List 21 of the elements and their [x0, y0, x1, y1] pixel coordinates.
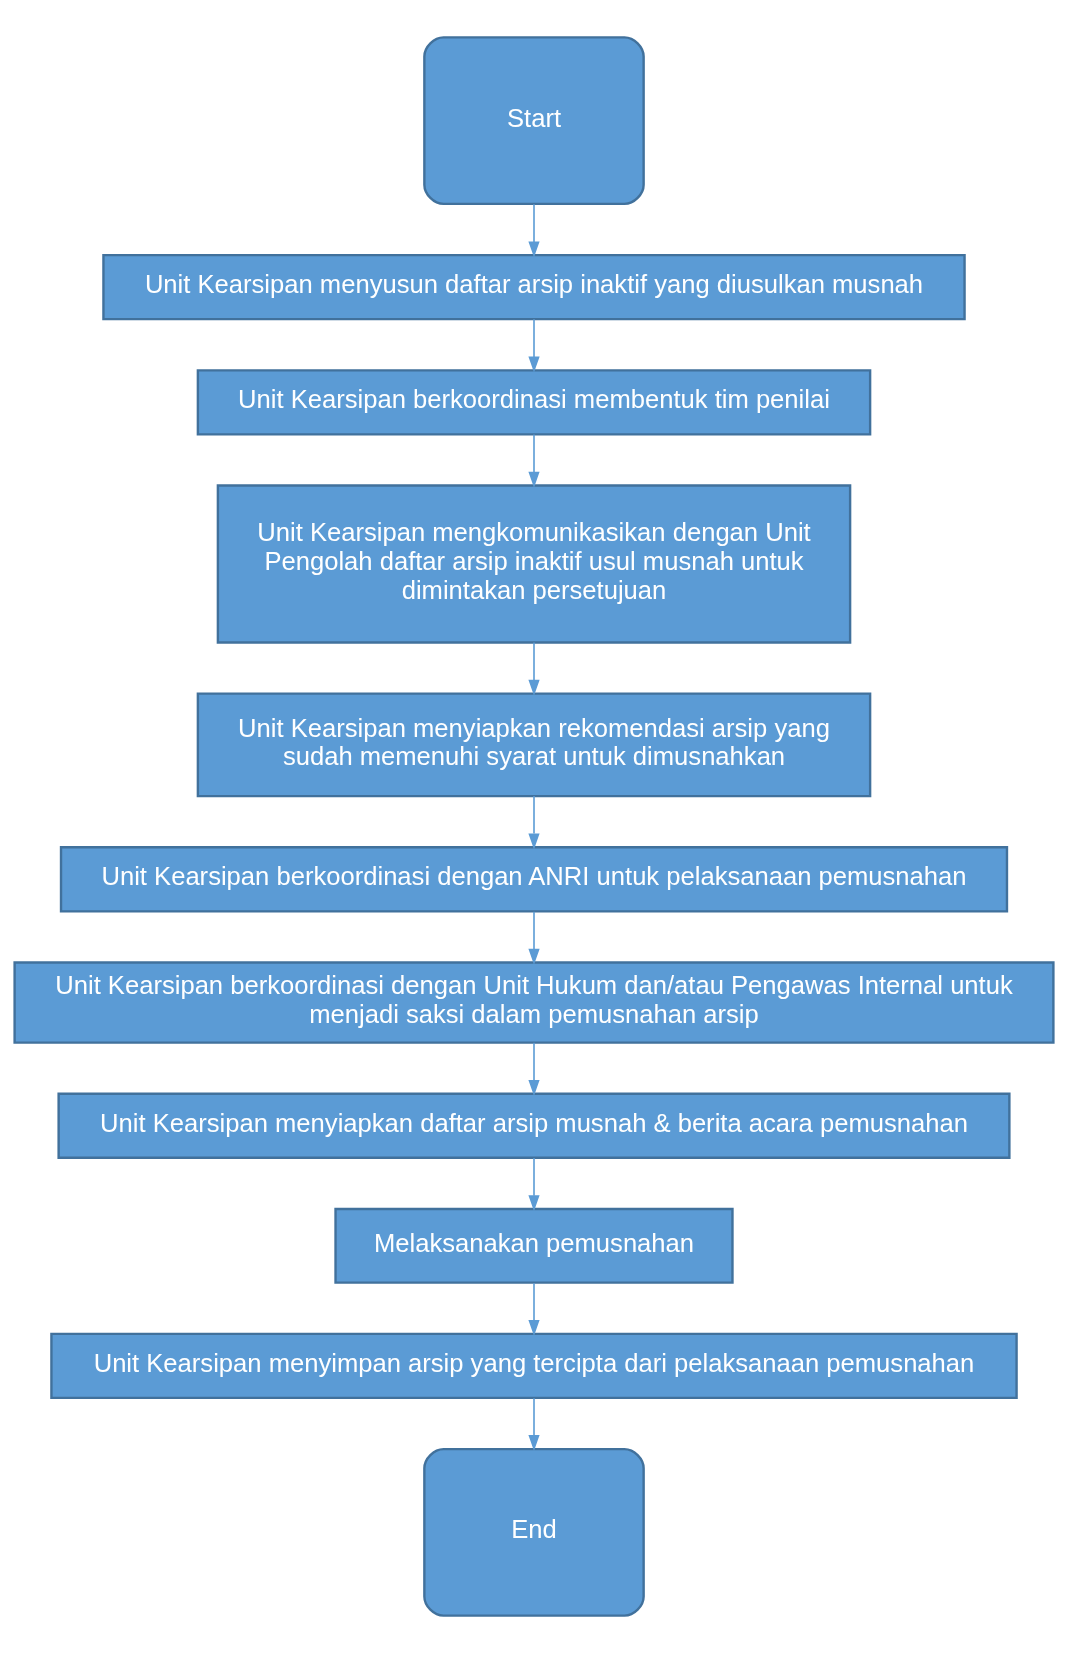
node-box: Unit Kearsipan mengkomunikasikan dengan Unit Pengolah daftar arsip inaktif usul musnah untuk dimintakan persetujuan	[216, 484, 852, 644]
node-box: Unit Kearsipan menyusun daftar arsip inaktif yang diusulkan musnah	[102, 253, 966, 321]
node-box: Unit Kearsipan berkoordinasi membentuk tim penilai	[196, 369, 872, 436]
node-box: Unit Kearsipan menyimpan arsip yang tercipta dari pelaksanaan pemusnahan	[50, 1332, 1018, 1400]
node-box: Unit Kearsipan berkoordinasi dengan ANRI untuk pelaksanaan pemusnahan	[59, 846, 1009, 913]
arrow	[528, 641, 540, 696]
arrow	[528, 1042, 540, 1097]
node-box: End	[423, 1447, 645, 1617]
arrow	[528, 1157, 540, 1212]
arrow	[528, 203, 540, 258]
node-box: Unit Kearsipan menyiapkan daftar arsip musnah & berita acara pemusnahan	[57, 1092, 1011, 1159]
node-box: Start	[423, 36, 645, 206]
arrow	[528, 318, 540, 373]
arrow	[528, 1397, 540, 1451]
arrow	[528, 911, 540, 965]
node-box: Unit Kearsipan berkoordinasi dengan Unit Hukum dan/atau Pengawas Internal untuk menjadi saksi dalam pemusnahan arsip	[13, 961, 1055, 1044]
arrow	[528, 1282, 540, 1336]
node-box: Melaksanakan pemusnahan	[334, 1207, 734, 1284]
node-box: Unit Kearsipan menyiapkan rekomendasi arsip yang sudah memenuhi syarat untuk dimusnahkan	[196, 692, 872, 798]
arrow	[528, 433, 540, 488]
arrow	[528, 795, 540, 850]
